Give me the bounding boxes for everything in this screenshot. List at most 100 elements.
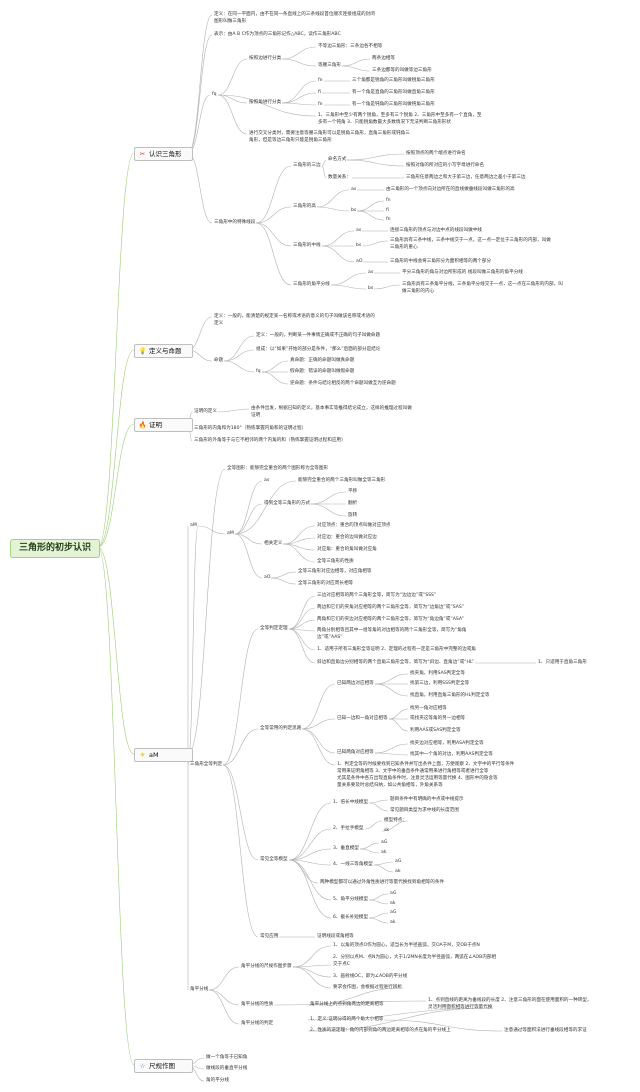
node-text: 1、倍长中线模型: [333, 800, 369, 805]
fire-icon: 🔥: [138, 421, 147, 429]
connector-line: [330, 284, 367, 290]
connector-line: [97, 152, 135, 548]
node-text: 进行交叉分类时，需要注意等腰三角形可以是锐角三角形，直角三角形或钝角三: [249, 131, 410, 136]
branch-label: 证明: [149, 421, 162, 429]
node-text: 做三角形的内心: [402, 289, 435, 294]
node-text: aG: [390, 891, 397, 896]
node-text: 1、点到直线的距离为垂线段的长度 2、注意三角形的面在使用面积的一种转型，: [428, 998, 592, 1003]
node-text: 找第三边，利用SSS判定全等: [410, 681, 470, 686]
node-text: 要求会作图，会根据过程进行辨析: [333, 985, 402, 990]
node-text: as: [264, 478, 270, 483]
connector-line: [223, 360, 255, 373]
node-text: 按照边进行分类: [249, 56, 282, 61]
node-text: 三角形的中线会将三角形分为面积相等的两个部分: [390, 259, 492, 264]
node-text: 常用来证明角相等 3、文字中的垂直条件通常用来进行角相等或者进行全等: [337, 769, 489, 774]
node-text: 2、分别以点M、点N为圆心，大于1/2MN长度为半径画弧，两弧在∠AOB内部相: [333, 955, 497, 960]
node-text: 数量关系：: [328, 175, 351, 180]
connector-line: [270, 577, 297, 585]
connector-line: [217, 58, 248, 96]
node-text: as: [356, 228, 362, 233]
connector-line: [187, 34, 213, 154]
branch-am[interactable]: ☀aM: [134, 748, 193, 762]
connector-line: [359, 848, 380, 854]
connector-line: [255, 222, 292, 247]
connector-line: [361, 240, 389, 247]
connector-line: [288, 802, 332, 861]
node-text: 边”或“AAS”: [317, 635, 343, 640]
node-text: 斜边和直角边分别相等的两个直角三角形全等，简写为“斜边、直角边”或“HL”: [317, 660, 474, 665]
node-text: 三角形的三边: [293, 163, 321, 168]
node-text: 由三角形的一个顶点向对边所在的直线做垂线段叫做三角形的高: [386, 187, 515, 192]
node-text: 由条件出发，根据已知的定义，基本事实等推得结论成立，这样的推理过程叫做: [251, 406, 412, 411]
connector-line: [97, 546, 135, 755]
node-text: 找其中一个角的对边，利用AAS判定全等: [410, 752, 493, 757]
connector-line: [222, 628, 259, 766]
node-text: 全等三角形的对应周长相等: [298, 581, 354, 586]
branch-proof[interactable]: 🔥证明: [134, 418, 193, 432]
node-text: 全等常用的判定思路: [260, 726, 302, 731]
node-text: fn: [318, 102, 323, 107]
star-icon: ☆: [139, 1062, 146, 1070]
connector-line: [301, 728, 336, 754]
branch-ruler-compass[interactable]: ☆尺规作图: [134, 1059, 193, 1073]
node-text: 全等图形：能够完全重合的两个图形称为全等图形: [227, 466, 329, 471]
node-text: 角平分线的判定: [241, 1021, 274, 1026]
node-text: 两边和它们的夹角对应相等的两个三角形全等，简写为“边角边”或“SAS”: [317, 605, 465, 610]
connector-line: [255, 165, 292, 224]
sun-icon: ☀: [139, 751, 146, 759]
node-text: 题目条件中有明确的中点或中线提示: [390, 797, 464, 802]
node-text: 等腰三角形: [318, 63, 341, 68]
node-text: 注意通过等面积法进行垂线段相等的求证: [504, 1028, 587, 1033]
connector-line: [223, 349, 255, 362]
connector-line: [288, 619, 316, 630]
node-text: 逆命题：条件与结论相反的两个命题叫做互为逆命题: [290, 381, 396, 386]
node-text: 组成：以“如果”开始的部分是条件，“那么”后面的部分是结论: [256, 347, 381, 352]
node-text: 图形叫做三角形: [214, 19, 247, 24]
node-text: 三角形的内角和为180°（熟练掌握内角和的证明过程）: [194, 426, 307, 431]
connector-line: [281, 58, 317, 67]
connector-line: [373, 284, 401, 290]
branch-recognize-triangle[interactable]: ✂认识三角形: [134, 147, 193, 161]
node-text: 有一个角是钝角的三角形叫做钝角三角形: [352, 102, 435, 107]
connector-line: [288, 859, 332, 919]
node-text: 连接三角形的顶点与对边中点的线段叫做中线: [390, 228, 482, 233]
connector-line: [374, 752, 409, 756]
node-text: aG: [395, 859, 402, 864]
node-text: 不等边三角形：三条边各不相等: [318, 44, 383, 49]
node-text: 3、画射线OC，即为∠AOB的平分线: [333, 974, 408, 979]
node-text: 2、性质的逆定理：角的内部到角的两边距离相等的点在角的平分线上: [310, 1028, 451, 1033]
node-text: 找直角，利用直角三角形的HL判定全等: [410, 693, 490, 698]
connector-line: [346, 153, 405, 161]
node-text: fq: [256, 369, 261, 374]
node-text: 翻折: [348, 501, 358, 506]
node-text: 三角形的高: [293, 204, 316, 209]
connector-line: [301, 728, 336, 766]
node-text: 常见应用: [260, 934, 279, 939]
node-text: ak: [395, 869, 401, 874]
node-text: 对应边：重合的边叫做对应边: [317, 535, 377, 540]
node-text: 角形，但是等边三角形只能是锐角三角形: [249, 138, 332, 143]
connector-line: [321, 159, 327, 167]
node-text: 能够完全重合的两个三角形叫做全等三角形: [298, 478, 386, 483]
connector-line: [346, 159, 405, 167]
connector-line: [368, 899, 389, 905]
connector-line: [234, 480, 297, 535]
connector-line: [270, 571, 297, 579]
connector-line: [316, 206, 350, 212]
connector-line: [330, 272, 367, 286]
connector-line: [197, 525, 226, 535]
node-text: 模型特点：: [384, 818, 407, 823]
connector-line: [281, 102, 317, 106]
connector-line: [97, 423, 135, 548]
connector-line: [288, 859, 332, 866]
connector-line: [292, 966, 332, 989]
root-node[interactable]: 三角形的初步认识: [10, 539, 100, 558]
connector-line: [383, 1019, 503, 1032]
node-text: 找另一角对应相等: [410, 706, 447, 711]
branch-definition-proposition[interactable]: 💡定义与命题: [134, 344, 193, 358]
connector-line: [288, 628, 316, 651]
connector-line: [388, 708, 409, 720]
node-text: 三角形具有三条中线，三条中线交于一点，这一点一定位于三角形的内部，叫做: [390, 238, 551, 243]
connector-line: [301, 718, 336, 730]
node-text: 6、截长补短模型: [333, 915, 369, 920]
